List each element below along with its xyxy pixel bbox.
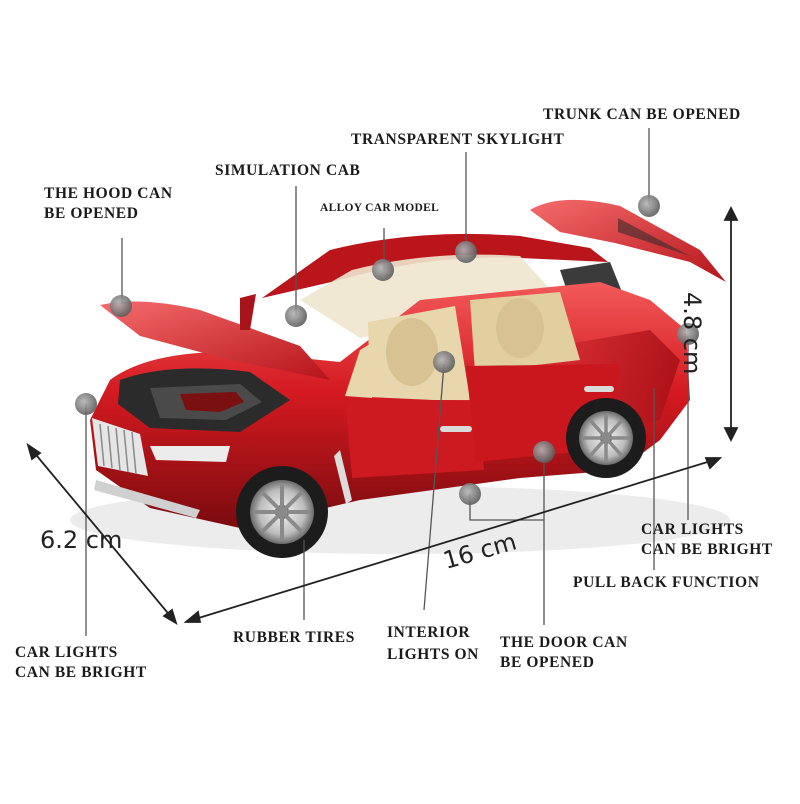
label-cab: SIMULATION CAB (215, 162, 361, 179)
dimension-width: 6.2 cm (40, 526, 123, 554)
front-wheel (236, 466, 328, 558)
hood (100, 294, 330, 380)
dot-door (533, 441, 555, 463)
label-rear-lights-line2: CAN BE BRIGHT (641, 541, 773, 558)
front-grille (92, 418, 230, 518)
label-trunk: TRUNK CAN BE OPENED (543, 106, 741, 123)
dot-skylight (455, 241, 477, 263)
label-door-line1: THE DOOR CAN (500, 634, 628, 651)
dimension-height: 4.8 cm (678, 292, 706, 375)
dot-trunk (638, 195, 660, 217)
engine (118, 368, 290, 432)
dot-rear-lights (677, 323, 699, 345)
rear-wheel (566, 398, 646, 478)
label-door-line2: BE OPENED (500, 654, 595, 671)
label-hood-line2: BE OPENED (44, 205, 139, 222)
dot-front-lights (75, 393, 97, 415)
label-interior-line2: LIGHTS ON (387, 646, 479, 663)
trunk-lid (530, 199, 726, 282)
label-pull-back: PULL BACK FUNCTION (573, 574, 760, 591)
label-front-lights-line1: CAR LIGHTS (15, 644, 118, 661)
label-skylight: TRANSPARENT SKYLIGHT (351, 131, 565, 148)
dimension-arrows (26, 205, 739, 625)
dot-pullback (459, 483, 481, 505)
dot-alloy (372, 259, 394, 281)
label-rear-lights-line1: CAR LIGHTS (641, 521, 744, 538)
dot-hood (110, 295, 132, 317)
dot-cab (285, 305, 307, 327)
dot-interior (433, 351, 455, 373)
label-hood-line1: THE HOOD CAN (44, 185, 173, 202)
callout-dots (75, 195, 699, 505)
label-tires: RUBBER TIRES (233, 629, 355, 646)
label-alloy: ALLOY CAR MODEL (320, 202, 440, 214)
label-front-lights-line2: CAN BE BRIGHT (15, 664, 147, 681)
front-door (334, 338, 484, 504)
label-interior-line1: INTERIOR (387, 624, 471, 641)
